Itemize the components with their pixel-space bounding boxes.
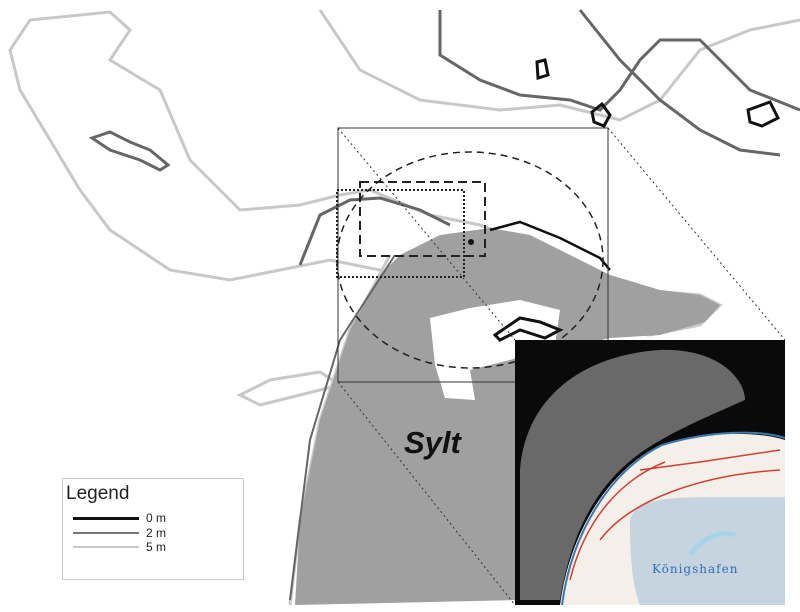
leader-top-right xyxy=(607,127,786,341)
legend: Legend 0 m 2 m 5 m xyxy=(62,478,244,580)
island-label: Sylt xyxy=(404,425,461,460)
contour-2m-bar xyxy=(88,130,171,172)
contour-5m-north xyxy=(318,9,800,122)
contour-0m-ring-2 xyxy=(590,101,612,128)
legend-item-5m: 5 m xyxy=(73,540,166,554)
contour-0m-ring-1 xyxy=(535,58,550,80)
sylt-landmass xyxy=(295,228,720,605)
dotted-frame xyxy=(336,189,465,278)
legend-label: 2 m xyxy=(146,526,167,540)
contour-2m-coast xyxy=(289,254,396,601)
legend-item-2m: 2 m xyxy=(73,526,166,540)
legend-line-0m xyxy=(73,516,139,520)
dashed-frame xyxy=(359,181,486,257)
tidal-flat-white xyxy=(430,300,560,400)
contour-0m-ring-3 xyxy=(746,100,781,128)
zoom-frame xyxy=(337,127,609,383)
legend-line-2m xyxy=(73,532,139,534)
survey-circle xyxy=(336,151,604,369)
contour-0m-hook xyxy=(492,316,564,342)
contour-5m xyxy=(8,10,723,337)
inset-sonar-image xyxy=(515,340,786,606)
inset-place-label: Königshafen xyxy=(652,562,739,576)
legend-line-5m xyxy=(73,546,139,548)
legend-label: 5 m xyxy=(146,540,167,554)
station-point xyxy=(468,239,474,245)
contour-2m-north xyxy=(438,10,800,112)
contour-2m-spit xyxy=(298,196,451,266)
legend-label: 0 m xyxy=(146,511,167,525)
leader-diagonal xyxy=(337,127,516,341)
legend-item-0m: 0 m xyxy=(73,511,166,525)
contour-2m-channel xyxy=(578,9,781,157)
legend-title: Legend xyxy=(66,483,130,504)
